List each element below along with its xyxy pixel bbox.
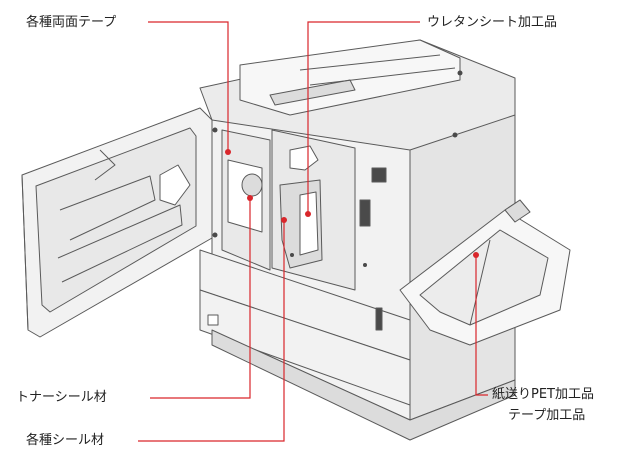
leader-dots [225, 149, 479, 258]
leader-urethane [307, 21, 420, 214]
paper-trays [199, 249, 411, 406]
detail-dots [212, 70, 463, 267]
leader-toner-seal [150, 198, 251, 399]
leader-lines [138, 21, 488, 442]
leader-pet [475, 255, 488, 396]
toner-compartment [221, 129, 387, 291]
leader-seal [138, 220, 285, 442]
leader-tape [148, 21, 229, 152]
label-double-sided-tape: 各種両面テープ [26, 15, 117, 30]
label-tape-product: テープ加工品 [508, 408, 586, 423]
label-pet-feed: 紙送りPET加工品 [492, 387, 594, 402]
printer-base [211, 329, 516, 441]
open-left-door [21, 107, 213, 338]
label-seal-material: 各種シール材 [26, 433, 105, 448]
paper-feed-tray [399, 199, 571, 346]
label-toner-seal: トナーシール材 [16, 390, 107, 405]
label-urethane-sheet: ウレタンシート加工品 [427, 15, 558, 30]
